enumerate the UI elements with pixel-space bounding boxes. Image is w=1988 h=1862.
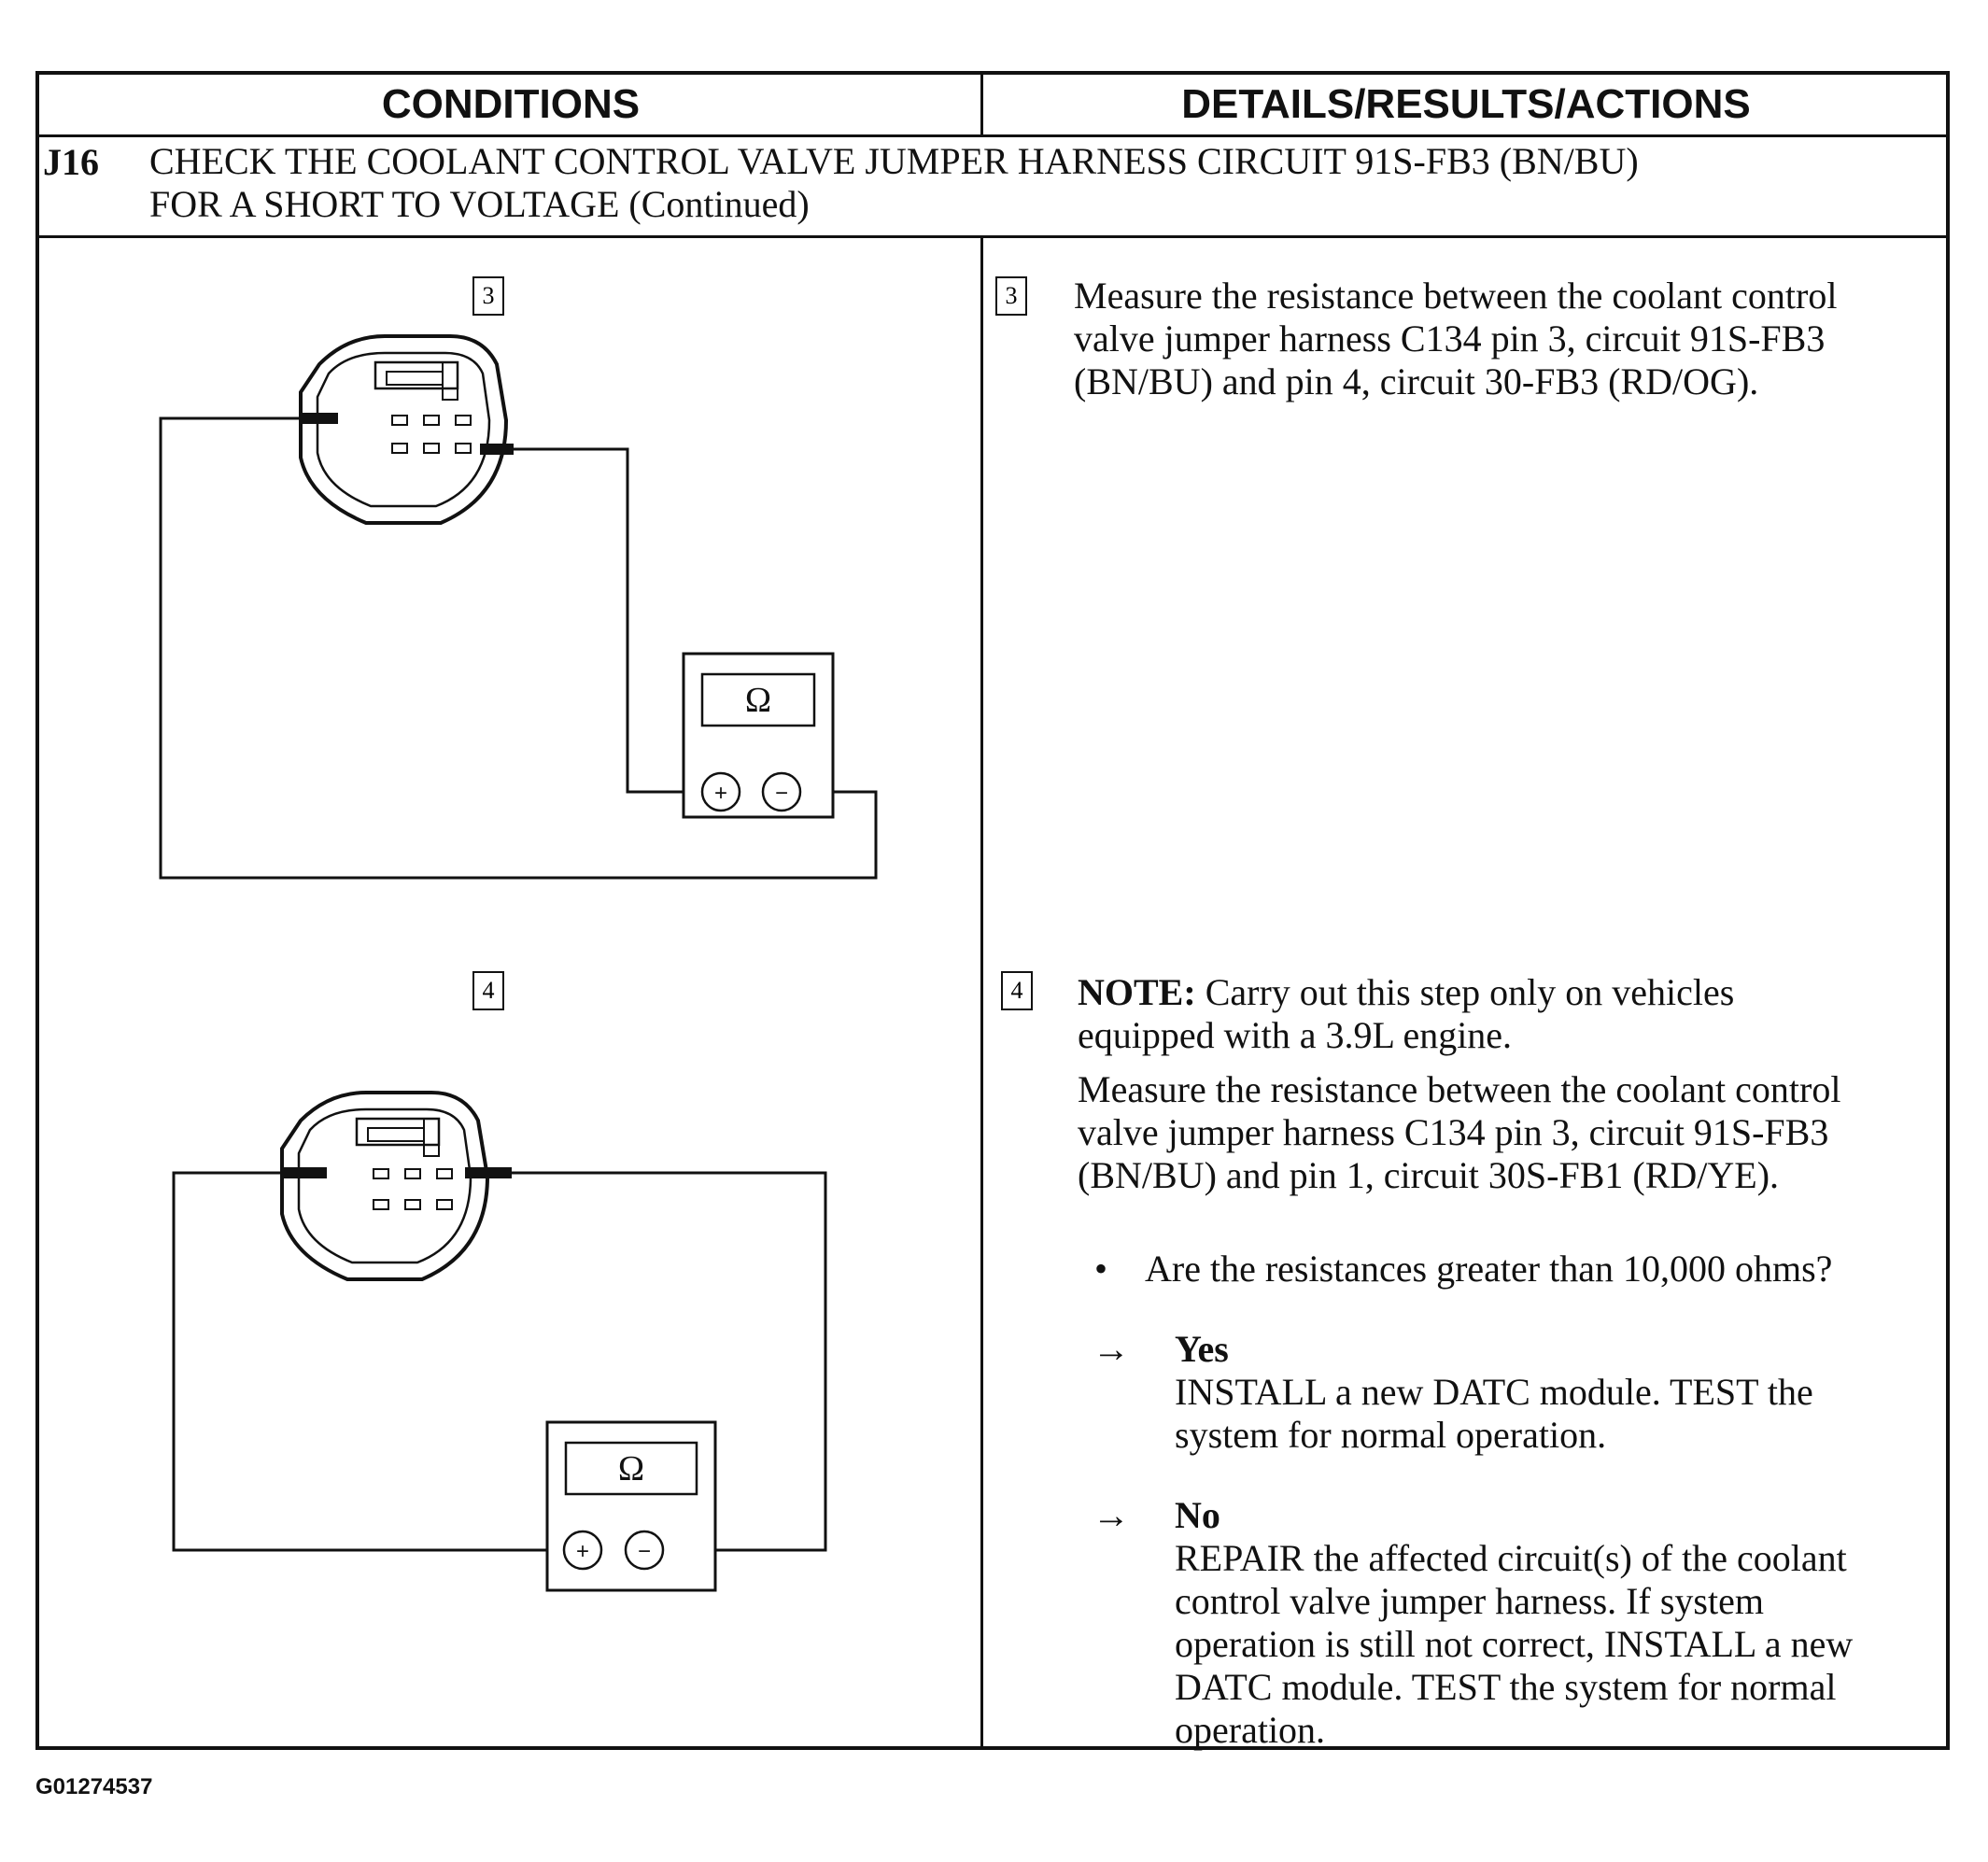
connector-c134-icon [299, 334, 509, 525]
test-leads [172, 1171, 827, 1552]
step-4-instructions: Measure the resistance between the coola… [1078, 1068, 1840, 1197]
note-text-line2: equipped with a 3.9L engine. [1078, 1014, 1513, 1056]
body-column-divider [980, 235, 983, 1750]
note-text: Carry out this step only on vehicles [1195, 971, 1735, 1013]
step-3-number-box: 3 [472, 276, 504, 316]
no-line: operation is still not correct, INSTALL … [1175, 1623, 1854, 1665]
ohmmeter-icon [545, 1420, 717, 1592]
header-conditions: CONDITIONS [381, 81, 641, 127]
step-4-number-box: 4 [472, 971, 504, 1010]
ohm-symbol: Ω [745, 681, 771, 720]
no-arrow-icon: → [1093, 1494, 1130, 1536]
resistance-question: Are the resistances greater than 10,000 … [1145, 1248, 1833, 1290]
yes-arrow-icon: → [1093, 1328, 1130, 1370]
step-3-line: Measure the resistance between the coola… [1074, 275, 1838, 317]
figure-id: G01274537 [35, 1774, 153, 1799]
probe-left-icon [280, 1167, 327, 1178]
no-result: No REPAIR the affected circuit(s) of the… [1175, 1494, 1853, 1752]
no-line: control valve jumper harness. If system [1175, 1580, 1764, 1622]
step-3-line: valve jumper harness C134 pin 3, circuit… [1074, 317, 1826, 360]
no-line: operation. [1175, 1709, 1326, 1751]
step-3-number-box-right: 3 [995, 276, 1027, 316]
no-line: REPAIR the affected circuit(s) of the co… [1175, 1537, 1847, 1579]
test-leads [159, 416, 878, 880]
step-3-connector-diagram: Ω + − [159, 334, 878, 880]
no-line: DATC module. TEST the system for normal [1175, 1666, 1837, 1708]
title-divider [39, 235, 1946, 238]
step-4-connector-diagram: Ω + − [172, 1091, 827, 1592]
ohm-symbol: Ω [618, 1449, 644, 1488]
plus-terminal-label: + [576, 1539, 589, 1564]
minus-terminal-label: − [638, 1539, 651, 1564]
probe-right-icon [465, 1167, 512, 1178]
step-3-instructions: Measure the resistance between the coola… [1074, 275, 1837, 403]
header-details: DETAILS/RESULTS/ACTIONS [1181, 81, 1751, 127]
plus-terminal-label: + [714, 781, 727, 806]
ohmmeter-icon [682, 652, 835, 819]
yes-line: system for normal operation. [1175, 1414, 1607, 1456]
probe-left-icon [301, 413, 338, 424]
yes-result: Yes INSTALL a new DATC module. TEST the … [1175, 1328, 1813, 1457]
step-3-line: (BN/BU) and pin 4, circuit 30-FB3 (RD/OG… [1074, 360, 1759, 402]
minus-terminal-label: − [775, 781, 788, 806]
probe-right-icon [480, 444, 514, 455]
step-4-note: NOTE: Carry out this step only on vehicl… [1078, 971, 1734, 1057]
yes-label: Yes [1175, 1328, 1229, 1370]
bullet-glyph: • [1094, 1248, 1108, 1290]
step-4-line: (BN/BU) and pin 1, circuit 30S-FB1 (RD/Y… [1078, 1154, 1780, 1196]
step-title-line: FOR A SHORT TO VOLTAGE (Continued) [149, 183, 810, 225]
header-column-divider [980, 75, 983, 134]
step-4-number-box-right: 4 [1001, 971, 1033, 1010]
no-label: No [1175, 1494, 1220, 1536]
yes-line: INSTALL a new DATC module. TEST the [1175, 1371, 1813, 1413]
header-divider [39, 134, 1946, 137]
step-4-line: Measure the resistance between the coola… [1078, 1068, 1841, 1110]
diagnostic-table: CONDITIONS DETAILS/RESULTS/ACTIONS J16 C… [35, 71, 1950, 1752]
step-4-line: valve jumper harness C134 pin 3, circuit… [1078, 1111, 1829, 1153]
note-label: NOTE: [1078, 971, 1196, 1013]
connector-c134-icon [280, 1091, 490, 1281]
step-title-line: CHECK THE COOLANT CONTROL VALVE JUMPER H… [149, 140, 1639, 182]
step-id: J16 [43, 141, 99, 183]
step-title: CHECK THE COOLANT CONTROL VALVE JUMPER H… [149, 140, 1924, 226]
